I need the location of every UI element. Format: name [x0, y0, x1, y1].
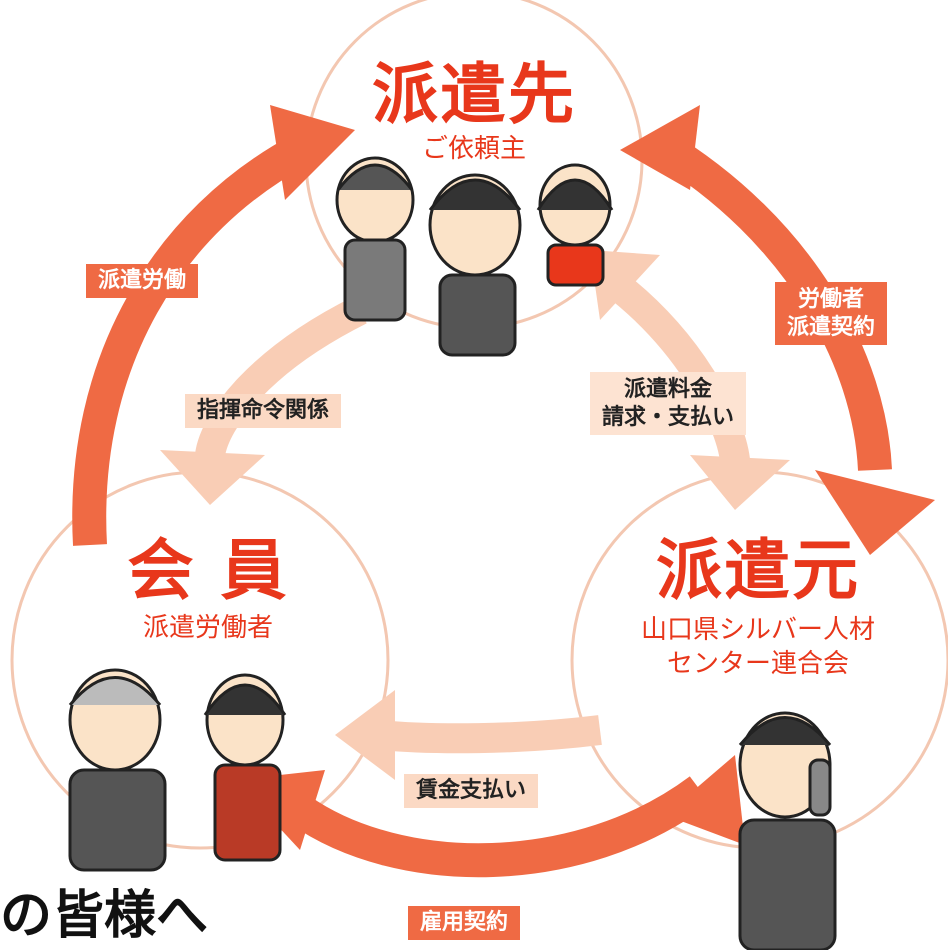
- member-circle: [10, 470, 390, 850]
- client-title: 派遣先: [372, 56, 576, 133]
- member-people-illustration: [68, 668, 287, 872]
- agency-subtitle-line1: 山口県シルバー人材: [640, 615, 876, 645]
- member-subtitle: 派遣労働者: [142, 613, 274, 643]
- dispatch-labor-tag: 派遣労働: [86, 264, 199, 299]
- wage-arrowhead: [335, 690, 395, 780]
- agency-person-illustration: [738, 711, 837, 950]
- client-subtitle: ご依頼主: [421, 134, 527, 164]
- fee-line1: 派遣料金: [624, 377, 713, 402]
- fee-arrowhead-bottom: [690, 455, 790, 510]
- employment-arrowhead-right: [665, 755, 745, 845]
- dispatch-contract-tag: 労働者 派遣契約: [775, 282, 888, 345]
- fee-tag: 派遣料金 請求・支払い: [590, 372, 747, 435]
- dispatch-contract-line2: 派遣契約: [787, 314, 876, 340]
- member-title: 会 員: [127, 532, 289, 609]
- client-people-illustration: [335, 156, 614, 357]
- fee-line2: 請求・支払い: [602, 404, 735, 430]
- agency-subtitle-line2: センター連合会: [666, 649, 850, 679]
- wage-arrow: [378, 715, 602, 754]
- employment-contract-tag: 雇用契約: [408, 906, 521, 941]
- dispatch-contract-arrowhead-2: [815, 470, 935, 555]
- dispatch-contract-line1: 労働者: [798, 287, 865, 312]
- dispatch-contract-arrowhead: [620, 105, 700, 190]
- agency-title: 派遣元: [656, 532, 860, 609]
- employment-arrow: [290, 776, 711, 878]
- fee-arrowhead-top: [590, 250, 660, 320]
- wage-payment-tag: 賃金支払い: [404, 774, 539, 809]
- dispatch-labor-arrow: [72, 135, 309, 546]
- command-arrow: [195, 296, 367, 458]
- command-relation-tag: 指揮命令関係: [185, 394, 342, 429]
- footer-partial-heading: の皆様へ: [0, 886, 209, 946]
- dispatch-labor-arrowhead: [270, 105, 355, 200]
- command-arrowhead: [160, 450, 265, 505]
